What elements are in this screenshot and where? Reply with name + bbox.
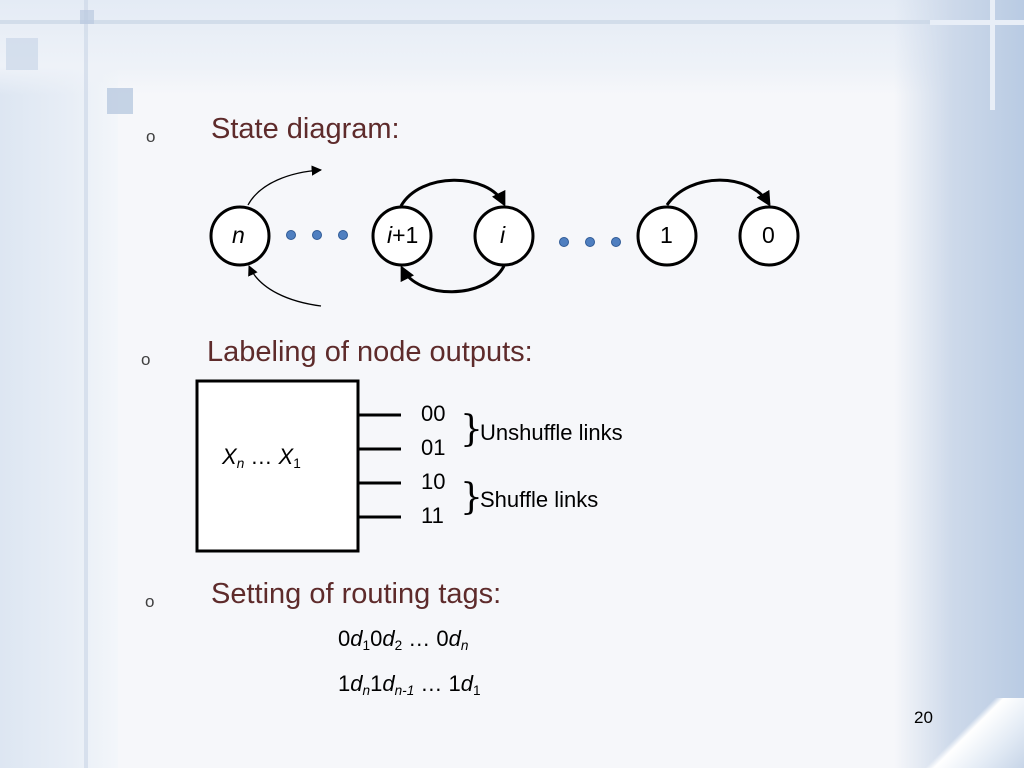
output-lines — [358, 413, 401, 519]
heading-routing-tags: Setting of routing tags: — [211, 578, 502, 610]
state-node-n — [209, 205, 271, 267]
heading-labeling: Labeling of node outputs: — [207, 336, 533, 368]
background-line — [0, 20, 1024, 24]
transition-arrow — [248, 265, 322, 307]
node-label-i-plus-1: i+1 — [387, 222, 419, 248]
transition-arrow — [399, 178, 506, 207]
node-label-0: 0 — [762, 222, 775, 248]
bullet-marker: o — [146, 127, 156, 146]
bullet-marker: o — [141, 350, 151, 369]
ellipsis-dots-right — [559, 237, 621, 247]
background-line — [84, 0, 88, 768]
transition-arrow — [665, 178, 771, 207]
state-node-i-plus-1 — [371, 205, 433, 267]
brace-icon: } — [460, 409, 483, 450]
background-top-band — [0, 0, 1024, 95]
background-right-band — [894, 0, 1024, 768]
node-label-n: n — [232, 222, 245, 248]
output-label-10: 10 — [421, 469, 446, 494]
brace-icon: } — [460, 477, 483, 518]
unshuffle-links-label: Unshuffle links — [480, 420, 623, 445]
state-node-i — [473, 205, 535, 267]
state-node-0 — [738, 205, 800, 267]
routing-tag-line-2: 1dn1dn-1 … 1d1 — [338, 671, 481, 699]
background-line — [990, 0, 995, 110]
node-box-label: Xn … X1 — [222, 444, 301, 472]
heading-state-diagram: State diagram: — [211, 113, 400, 145]
ellipsis-dots-left — [286, 230, 348, 240]
node-label-1: 1 — [660, 222, 673, 248]
page-curl — [914, 698, 1024, 768]
output-label-01: 01 — [421, 435, 446, 460]
output-label-00: 00 — [421, 401, 446, 426]
output-label-11: 11 — [421, 503, 444, 528]
bullet-marker: o — [145, 592, 155, 611]
decorative-square — [80, 10, 94, 24]
page-number: 20 — [914, 708, 933, 727]
background-line — [930, 20, 1024, 25]
routing-tag-line-1: 0d10d2 … 0dn — [338, 626, 469, 654]
transition-arrow — [400, 265, 506, 294]
state-node-1 — [636, 205, 698, 267]
background-left-band — [0, 0, 118, 768]
node-box — [195, 379, 360, 553]
decorative-square — [107, 88, 133, 114]
node-label-i: i — [500, 222, 506, 248]
shuffle-links-label: Shuffle links — [480, 487, 599, 512]
decorative-square — [6, 38, 38, 70]
transition-arrow — [247, 165, 323, 206]
